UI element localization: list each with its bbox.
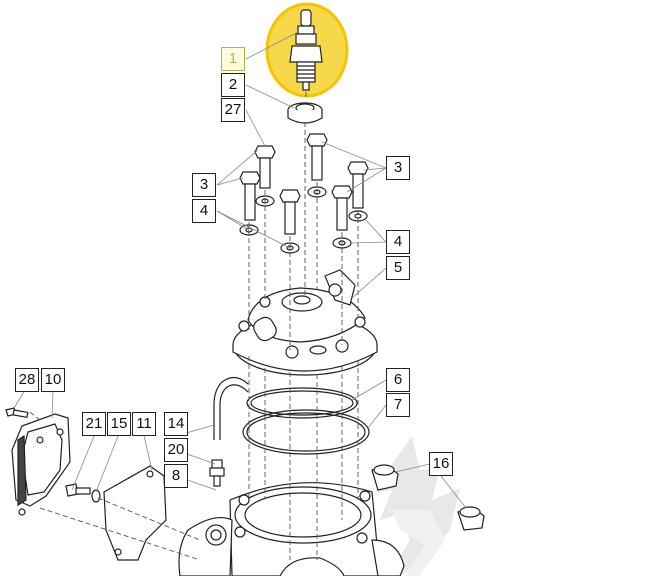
hose-part[interactable] — [213, 376, 249, 440]
callout-8[interactable]: 8 — [164, 464, 188, 488]
leader-lines — [13, 31, 467, 509]
callout-4-left[interactable]: 4 — [192, 199, 216, 223]
screw-washer-part[interactable] — [65, 483, 101, 503]
assembly-axes — [29, 92, 359, 561]
callout-16-bushing[interactable]: 16 — [429, 452, 453, 476]
cylinder-part[interactable] — [178, 482, 405, 576]
spark-plug-part[interactable] — [289, 9, 323, 91]
callout-4-right[interactable]: 4 — [386, 230, 410, 254]
callout-20-nipple[interactable]: 20 — [164, 438, 188, 462]
callout-27[interactable]: 27 — [221, 98, 245, 122]
callout-28[interactable]: 28 — [15, 368, 39, 392]
bushing-parts[interactable] — [371, 464, 485, 531]
cylinder-head-part[interactable] — [232, 269, 378, 376]
callout-7-o-ring[interactable]: 7 — [386, 393, 410, 417]
callout-3-right[interactable]: 3 — [386, 156, 410, 180]
sealing-ring-part[interactable] — [287, 102, 323, 124]
callout-21[interactable]: 21 — [82, 412, 106, 436]
callout-6-o-ring[interactable]: 6 — [386, 368, 410, 392]
callout-10[interactable]: 10 — [41, 368, 65, 392]
gasket-part[interactable] — [103, 465, 167, 561]
callout-3-left[interactable]: 3 — [192, 173, 216, 197]
callout-15[interactable]: 15 — [107, 412, 131, 436]
callout-5-cylinder-head[interactable]: 5 — [386, 256, 410, 280]
o-rings-part[interactable] — [242, 387, 370, 455]
callout-11[interactable]: 11 — [132, 412, 156, 436]
callout-1-spark-plug[interactable]: 1 — [221, 47, 245, 71]
cylinder-head-bolts[interactable] — [239, 133, 369, 235]
callout-14-hose[interactable]: 14 — [164, 412, 188, 436]
small-screw-part[interactable] — [5, 407, 29, 419]
side-cover-part[interactable] — [11, 413, 71, 516]
callout-2-sealing-ring[interactable]: 2 — [221, 73, 245, 97]
nipple-part[interactable] — [209, 459, 225, 487]
